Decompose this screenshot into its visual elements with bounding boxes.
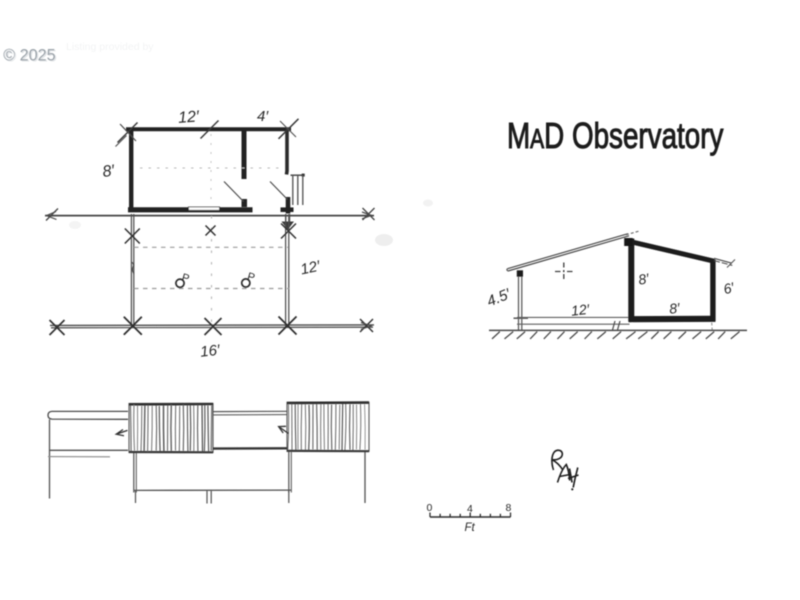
svg-text:Ft: Ft xyxy=(465,522,476,534)
svg-text:4: 4 xyxy=(467,503,473,515)
svg-text:12′: 12′ xyxy=(570,301,591,319)
svg-text:© 2025: © 2025 xyxy=(4,48,56,66)
svg-text:12′: 12′ xyxy=(299,257,323,278)
svg-text:12′: 12′ xyxy=(178,108,201,126)
svg-text:P: P xyxy=(180,272,190,286)
svg-text:8′: 8′ xyxy=(637,270,651,288)
svg-text:4′: 4′ xyxy=(257,108,269,125)
svg-text:16′: 16′ xyxy=(199,342,221,361)
svg-text:Listing provided by: Listing provided by xyxy=(66,41,154,53)
svg-text:© 2025: © 2025 xyxy=(3,47,55,65)
svg-text:8′: 8′ xyxy=(668,300,681,317)
svg-text:MAD Observatory: MAD Observatory xyxy=(507,115,724,155)
svg-text:0: 0 xyxy=(427,502,433,514)
svg-text:8: 8 xyxy=(506,502,512,514)
svg-text:P: P xyxy=(246,271,256,285)
svg-text:8′: 8′ xyxy=(101,162,116,181)
